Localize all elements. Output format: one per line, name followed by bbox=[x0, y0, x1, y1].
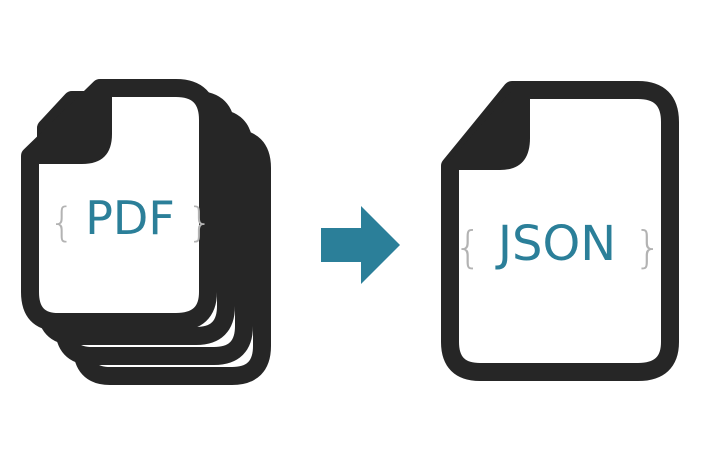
json-close-brace: } bbox=[634, 222, 662, 273]
arrow-right-icon bbox=[321, 206, 400, 284]
json-folded-corner bbox=[450, 84, 530, 170]
json-label: JSON bbox=[495, 216, 616, 272]
json-document: { JSON } bbox=[441, 81, 679, 381]
pdf-document-stack: { PDF } bbox=[21, 79, 271, 385]
json-open-brace: { bbox=[454, 222, 482, 273]
pdf-open-brace: { bbox=[49, 200, 74, 246]
pdf-close-brace: } bbox=[187, 200, 212, 246]
pdf-folded-corner bbox=[30, 82, 112, 164]
pdf-label: PDF bbox=[85, 191, 175, 245]
